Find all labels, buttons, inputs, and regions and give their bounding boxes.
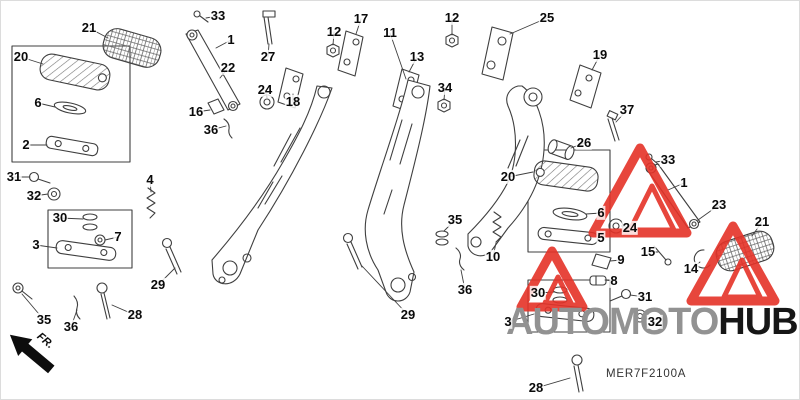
part-callout-28: 28 [527, 379, 545, 396]
cotter-pin-left [73, 295, 81, 320]
part-callout-4: 4 [145, 171, 155, 188]
part-callout-14: 14 [682, 260, 700, 277]
part-callout-33: 33 [659, 151, 677, 168]
watermark-text-dark: HUB [718, 301, 798, 343]
part-callout-32: 32 [25, 187, 43, 204]
logo-triangle-right [686, 221, 780, 306]
part-callout-29: 29 [399, 306, 417, 323]
part-callout-10: 10 [484, 248, 502, 265]
footrest-bar-left [39, 53, 111, 91]
part-callout-24: 24 [256, 81, 274, 98]
part-callout-37: 37 [618, 101, 636, 118]
rear-step-bracket [467, 85, 575, 257]
part-callout-31: 31 [5, 168, 23, 185]
part-callout-26: 26 [575, 134, 593, 151]
part-callout-28: 28 [126, 306, 144, 323]
footrest-rubber-left [102, 28, 162, 68]
part-callout-20: 20 [499, 168, 517, 185]
part-callout-22: 22 [219, 59, 237, 76]
part-callout-36: 36 [202, 121, 220, 138]
part-callout-12: 12 [325, 23, 343, 40]
main-step-bracket-right [364, 79, 431, 302]
spring-right [492, 211, 502, 243]
cotter-pin-middle [455, 247, 465, 271]
logo-triangle-small-inner [542, 274, 574, 306]
part-callout-6: 6 [33, 94, 43, 111]
part-callout-21: 21 [753, 213, 771, 230]
part-callout-5: 5 [596, 229, 606, 246]
part-callout-13: 13 [408, 48, 426, 65]
main-step-bracket-left [211, 85, 333, 285]
footrest-plate-left [45, 135, 99, 157]
part-callout-36: 36 [62, 318, 80, 335]
watermark-text-gray: AUTOMOTO [506, 301, 719, 343]
part-callout-11: 11 [382, 24, 398, 41]
watermark-automotohub: AUTOMOTOHUB [506, 301, 799, 343]
part-callout-1: 1 [679, 174, 689, 191]
part-callout-17: 17 [352, 10, 370, 27]
spring-left [146, 187, 156, 219]
part-callout-23: 23 [710, 196, 728, 213]
automotohub-logo [516, 143, 780, 312]
fr-arrow-icon [9, 334, 55, 374]
part-callout-8: 8 [609, 272, 619, 289]
left-footrest-parts [39, 28, 162, 157]
part-callout-9: 9 [616, 251, 626, 268]
logo-triangle-large [588, 143, 692, 238]
part-callout-2: 2 [21, 136, 31, 153]
footrest-bar-right [533, 160, 599, 192]
part-callout-24: 24 [621, 219, 639, 236]
part-callout-19: 19 [591, 46, 609, 63]
middle-hardware [342, 211, 502, 271]
part-callout-27: 27 [259, 48, 277, 65]
part-callout-15: 15 [639, 243, 657, 260]
part-callout-1: 1 [226, 31, 236, 48]
part-callout-6: 6 [596, 204, 606, 221]
diagram-code: MER7F2100A [606, 368, 687, 380]
part-callout-31: 31 [636, 288, 654, 305]
left-mount-hardware [12, 171, 182, 320]
left-bracket-arm [185, 10, 275, 139]
logo-triangle-large-inner [627, 183, 677, 233]
logo-triangle-right-inner [721, 257, 763, 300]
spacer-collar [547, 139, 575, 161]
part-callout-35: 35 [35, 311, 53, 328]
part-callout-7: 7 [113, 228, 123, 245]
part-callout-16: 16 [187, 103, 205, 120]
part-callout-29: 29 [149, 276, 167, 293]
part-callout-34: 34 [436, 79, 454, 96]
part-callout-35: 35 [446, 211, 464, 228]
part-callout-3: 3 [31, 236, 41, 253]
part-callout-20: 20 [12, 48, 30, 65]
part-callout-3: 3 [503, 313, 513, 330]
footrest-washer-left [53, 101, 87, 115]
part-callout-30: 30 [51, 209, 69, 226]
part-callout-32: 32 [646, 313, 664, 330]
part-callout-12: 12 [443, 9, 461, 26]
part-callout-18: 18 [284, 93, 302, 110]
logo-triangle-small [516, 246, 588, 312]
footrest-washer-right [552, 207, 588, 221]
part-callout-30: 30 [529, 284, 547, 301]
part-callout-36: 36 [456, 281, 474, 298]
part-callout-33: 33 [209, 7, 227, 24]
part-callout-21: 21 [80, 19, 98, 36]
part-callout-25: 25 [538, 9, 556, 26]
